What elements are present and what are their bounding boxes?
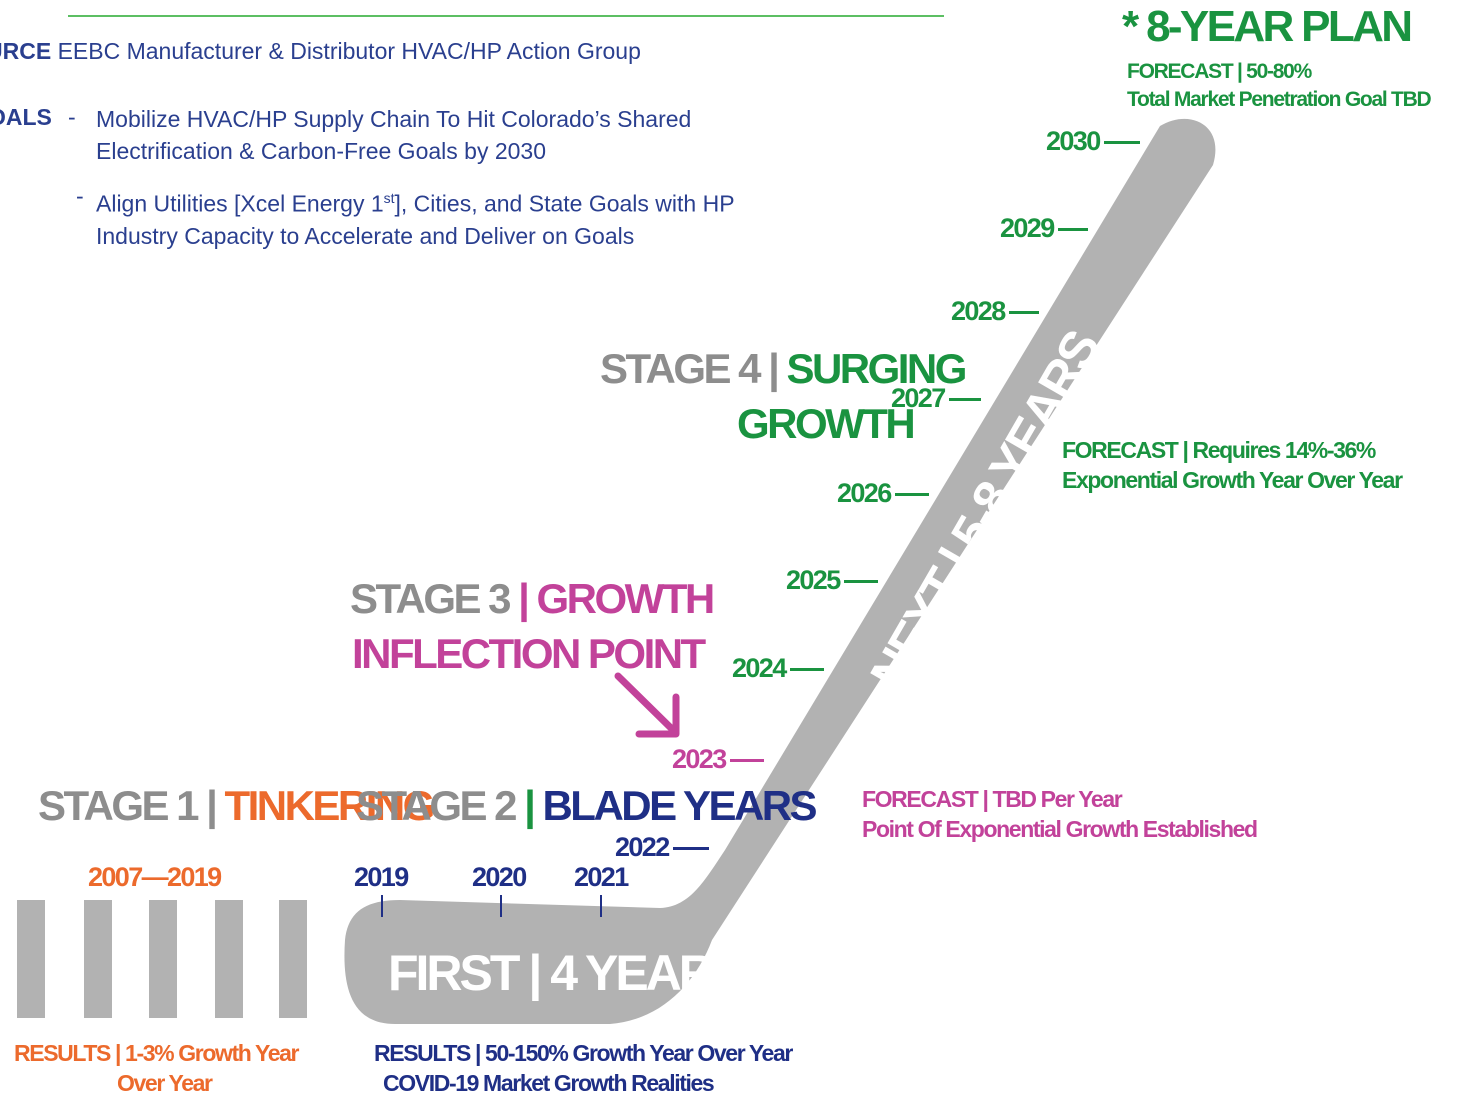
stage1-bar-2: [84, 900, 112, 1018]
stage1-bar-3: [149, 900, 177, 1018]
stage1-results-line1: RESULTS | 1-3% Growth Year: [14, 1040, 300, 1066]
year-2030-dash: [1103, 141, 1140, 145]
stage1-bar-5: [279, 900, 307, 1018]
stage2-results-line1: RESULTS | 50-150% Growth Year Over Year: [374, 1040, 793, 1066]
year-2026-text: 2026: [837, 478, 892, 508]
inflection-arrowhead: [635, 693, 680, 738]
stage2-year-2020: 2020: [472, 862, 527, 892]
blade-label: FIRST | 4 YEARS: [388, 945, 745, 1001]
year-2026-dash: [894, 493, 929, 497]
stage1-bar-1: [17, 900, 45, 1018]
stage2-year-2019: 2019: [354, 862, 409, 892]
goal-1-text: Mobilize HVAC/HP Supply Chain To Hit Col…: [96, 106, 692, 164]
stage1-bar-4: [215, 900, 243, 1018]
year-label-2029: 2029: [1000, 213, 1088, 244]
stage2-year-2021: 2021: [574, 862, 629, 892]
year-2024-text: 2024: [732, 653, 787, 683]
stage2-tick-2020: [500, 895, 502, 917]
goal-1-dash: -: [68, 104, 76, 130]
stage4-name-line2: GROWTH: [737, 400, 916, 447]
stage4-heading-line1: STAGE 4 | SURGING: [600, 345, 968, 393]
stage1-results-line2: Over Year: [117, 1070, 213, 1096]
year-label-2028: 2028: [951, 296, 1039, 327]
stage4-prefix: STAGE 4: [600, 345, 761, 392]
year-label-2025: 2025: [786, 565, 878, 596]
plan-title: * 8-YEAR PLAN: [1122, 2, 1413, 51]
stage4-forecast-line1: FORECAST | Requires 14%-36%: [1062, 437, 1376, 463]
stage4-forecast-line2: Exponential Growth Year Over Year: [1062, 467, 1403, 493]
year-2025-text: 2025: [786, 565, 841, 595]
plan-goal: Total Market Penetration Goal TBD: [1127, 88, 1432, 111]
year-2029-text: 2029: [1000, 213, 1055, 243]
goal-2-superscript: st: [383, 190, 395, 206]
stage1-heading: STAGE 1 | TINKERING: [38, 782, 436, 830]
year-2027-dash: [948, 398, 981, 402]
goal-2-dash: -: [76, 183, 84, 209]
stage3-separator: |: [518, 575, 530, 622]
stage3-heading-line1: STAGE 3 | GROWTH: [350, 575, 716, 623]
stage2-heading: STAGE 2 | BLADE YEARS: [356, 782, 818, 830]
stage1-name: TINKERING: [224, 782, 436, 829]
inflection-arrow: [614, 672, 677, 734]
year-2028-dash: [1008, 311, 1039, 315]
goals-label: OALS: [0, 104, 52, 130]
year-label-2026: 2026: [837, 478, 929, 509]
year-2025-dash: [843, 580, 878, 584]
year-label-2027: 2027: [891, 383, 981, 414]
source-label: URCE: [0, 38, 52, 64]
year-2023-text: 2023: [672, 744, 727, 774]
stage2-separator: |: [524, 782, 536, 829]
stage2-tick-2021: [600, 895, 602, 917]
year-label-2024: 2024: [732, 653, 824, 684]
year-2028-text: 2028: [951, 296, 1006, 326]
stage3-name-line2: INFLECTION POINT: [352, 630, 706, 677]
stage1-years: 2007—2019: [88, 862, 222, 892]
stage1-prefix: STAGE 1: [38, 782, 199, 829]
year-2024-dash: [789, 668, 824, 672]
top-divider: [68, 15, 944, 17]
stage3-forecast-line1: FORECAST | TBD Per Year: [862, 786, 1123, 812]
plan-forecast: FORECAST | 50-80%: [1127, 60, 1312, 83]
stage3-name-line1: GROWTH: [536, 575, 716, 622]
goal-2-text: Align Utilities [Xcel Energy 1st], Citie…: [96, 182, 796, 252]
year-2030-text: 2030: [1046, 126, 1101, 156]
source-text: EEBC Manufacturer & Distributor HVAC/HP …: [57, 38, 641, 64]
year-label-2022: 2022: [615, 832, 709, 863]
stage3-prefix: STAGE 3: [350, 575, 511, 622]
stage4-separator: |: [768, 345, 780, 392]
year-2022-text: 2022: [615, 832, 670, 862]
year-2023-dash: [729, 759, 764, 763]
stage2-prefix: STAGE 2: [356, 782, 517, 829]
year-label-2023: 2023: [672, 744, 764, 775]
stage2-results-line2: COVID-19 Market Growth Realities: [383, 1070, 715, 1096]
year-2027-text: 2027: [891, 383, 946, 413]
year-2029-dash: [1057, 228, 1088, 232]
stage3-forecast-line2: Point Of Exponential Growth Established: [862, 816, 1258, 842]
source-line: URCE EEBC Manufacturer & Distributor HVA…: [0, 38, 641, 65]
goal-2-text-after: ], Cities, and State Goals with HP Indus…: [96, 190, 735, 249]
stage4-name-line1: SURGING: [786, 345, 968, 392]
hockey-stick-shape: [344, 118, 1216, 1025]
stage2-tick-2019: [381, 895, 383, 917]
goal-2-text-before: Align Utilities [Xcel Energy 1: [96, 190, 384, 217]
year-label-2030: 2030: [1046, 126, 1140, 157]
stage2-name: BLADE YEARS: [542, 782, 818, 829]
stage1-separator: |: [206, 782, 218, 829]
year-2022-dash: [672, 847, 709, 851]
